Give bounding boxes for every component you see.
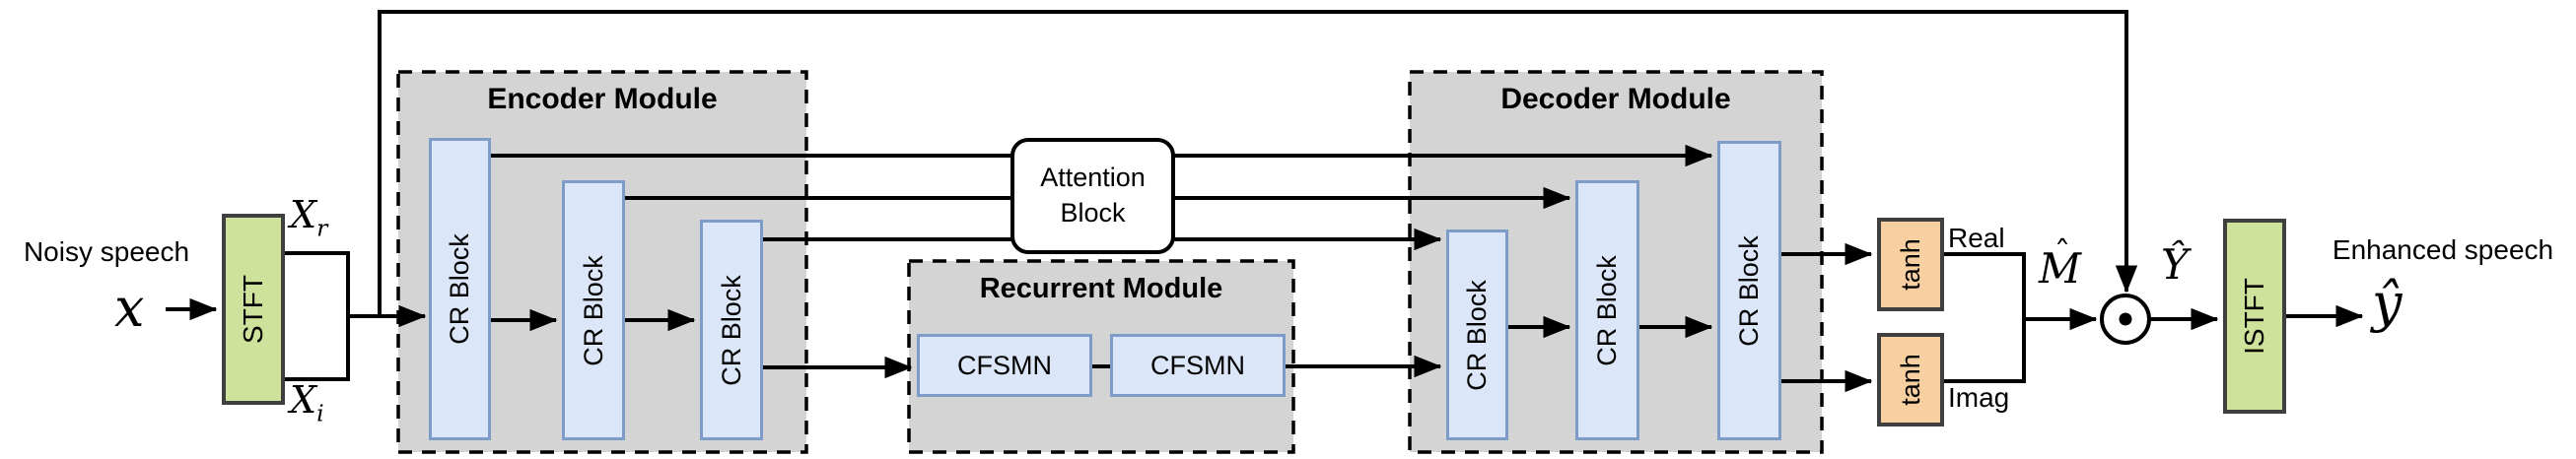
attention-block-label-line1: Attention	[1040, 163, 1146, 193]
spectrum-real-subscript: r	[316, 214, 328, 242]
encoder-module-title: Encoder Module	[487, 83, 718, 115]
mask-hat: ˆ	[2054, 233, 2071, 273]
encoder-cr-block-2: CR Block	[562, 180, 625, 440]
encoder-cr-block-1-label: CR Block	[445, 233, 474, 345]
spectrum-imag-symbol: Xi	[290, 378, 324, 427]
encoder-cr-block-2-label: CR Block	[578, 254, 608, 366]
spectrum-real-symbol: Xr	[290, 193, 327, 242]
decoder-cr-block-1-label: CR Block	[1462, 279, 1492, 391]
cfsmn-block-2-label: CFSMN	[1150, 350, 1245, 380]
tanh-real-label: tanh	[1895, 238, 1925, 291]
spectrum-real-base: X	[290, 193, 317, 236]
istft-label: ISTFT	[2239, 278, 2270, 355]
cfsmn-block-1: CFSMN	[917, 334, 1092, 397]
cfsmn-block-2: CFSMN	[1110, 334, 1286, 397]
decoder-cr-block-2-label: CR Block	[1592, 254, 1622, 366]
wire-stft-bypass-to-product	[378, 10, 2138, 316]
attention-block-label-line2: Block	[1060, 198, 1126, 228]
tanh-imag-block: tanh	[1877, 333, 1944, 426]
mask-base: M	[2039, 244, 2082, 293]
imag-label: Imag	[1948, 382, 2010, 413]
spectrum-imag-base: X	[290, 378, 317, 422]
istft-block: ISTFT	[2223, 219, 2286, 414]
recurrent-module-title: Recurrent Module	[979, 273, 1223, 304]
tanh-imag-label: tanh	[1895, 354, 1925, 406]
decoder-cr-block-2: CR Block	[1575, 180, 1639, 440]
decoder-module-title: Decoder Module	[1500, 83, 1731, 115]
encoder-cr-block-3: CR Block	[700, 220, 763, 440]
decoder-cr-block-1: CR Block	[1446, 230, 1508, 440]
output-signal-symbol: ŷ	[2372, 272, 2402, 334]
cfsmn-block-1-label: CFSMN	[957, 350, 1052, 380]
input-signal-symbol: x	[114, 277, 145, 339]
decoder-cr-block-3: CR Block	[1717, 141, 1781, 440]
encoder-cr-block-3-label: CR Block	[716, 274, 746, 386]
attention-block: Attention Block	[1010, 138, 1175, 254]
stft-block: STFT	[222, 214, 285, 405]
elementwise-product-operator	[2100, 294, 2151, 345]
stft-label: STFT	[238, 275, 268, 344]
enhanced-speech-label: Enhanced speech	[2332, 234, 2554, 265]
real-label: Real	[1948, 223, 2005, 253]
decoder-cr-block-3-label: CR Block	[1734, 234, 1764, 347]
estimated-spectrum-symbol: Ŷ	[2161, 240, 2189, 289]
encoder-cr-block-1: CR Block	[429, 138, 491, 440]
tanh-real-block: tanh	[1877, 218, 1944, 311]
noisy-speech-label: Noisy speech	[23, 236, 190, 267]
spectrum-imag-subscript: i	[316, 399, 324, 427]
